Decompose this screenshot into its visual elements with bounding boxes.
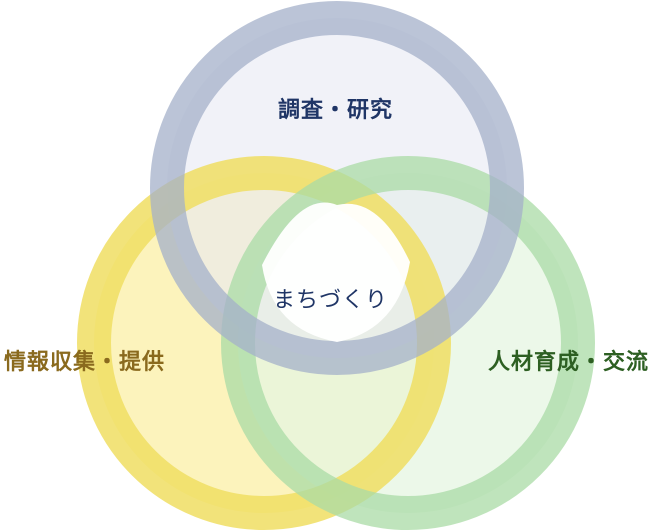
circle-research-ring — [150, 1, 524, 375]
center-highlight — [262, 202, 410, 342]
label-research: 調査・研究 — [278, 98, 394, 123]
label-human-resources: 人材育成・交流 — [488, 350, 650, 375]
label-information: 情報収集・提供 — [4, 350, 166, 375]
label-center: まちづくり — [273, 288, 389, 313]
